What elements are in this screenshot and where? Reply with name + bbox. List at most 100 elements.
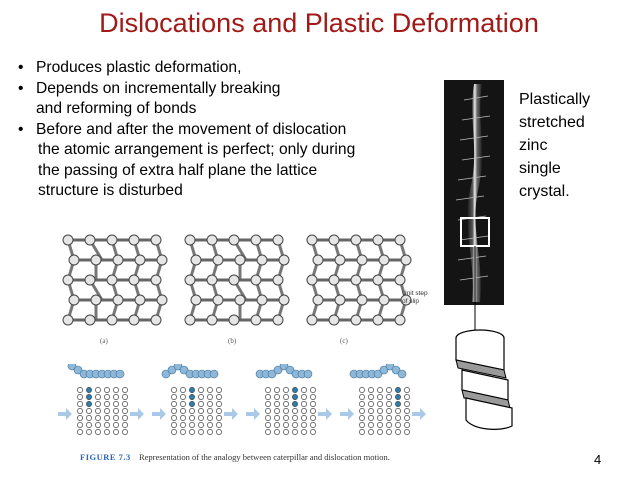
push-arrow [224,408,238,420]
bullet-text: Depends on incrementally breaking [36,79,281,97]
lattice-atom [134,254,146,266]
crystal-atom [395,415,401,421]
lattice-atom [228,234,240,246]
lattice-atom [150,314,162,326]
crystal-caption-line: single [519,160,561,177]
crystal-atom [292,422,298,428]
crystal-atom [189,408,195,414]
lattice-atom [278,254,290,266]
crystal-atom [368,408,374,414]
crystal-atom [265,415,271,421]
lattice-atom [206,234,218,246]
bullet-marker: • [18,79,24,97]
crystal-atom [113,387,119,393]
crystal-atom [395,401,401,407]
crystal-atom [386,401,392,407]
caterpillar-segment [397,369,407,379]
crystal-atom [104,394,110,400]
crystal-atom [86,387,92,393]
lattice-atom [206,274,218,286]
crystal-atom [180,387,186,393]
crystal-atom [386,408,392,414]
lattice-atom [128,274,140,286]
crystal-atom [292,387,298,393]
lattice-atom [206,314,218,326]
lattice-atom [328,274,340,286]
crystal-atom [198,422,204,428]
crystal-atom [283,394,289,400]
crystal-atom [301,401,307,407]
lattice-atom [356,254,368,266]
lattice-atom [306,234,318,246]
crystal-atom [171,408,177,414]
crystal-atom [274,387,280,393]
crystal-atom [265,387,271,393]
lattice-atom [128,234,140,246]
lattice-atom [212,294,224,306]
crystal-atom [377,422,383,428]
crystal-atom [359,387,365,393]
lattice-atom [106,274,118,286]
crystal-atom [216,429,222,435]
crystal-atom [292,401,298,407]
crystal-atom [104,401,110,407]
crystal-atom [265,408,271,414]
crystal-atom [77,408,83,414]
bullet-text: Produces plastic deformation, [36,59,242,76]
dislocation-lattice-figure [62,234,412,326]
crystal-atom [216,401,222,407]
crystal-atom [86,401,92,407]
crystal-atom [395,394,401,400]
crystal-atom [377,401,383,407]
crystal-atom [310,401,316,407]
figure-label: FIGURE 7.3 [80,452,131,462]
crystal-atom [359,408,365,414]
crystal-atom [301,394,307,400]
lattice-atom [400,294,412,306]
crystal-atom [207,429,213,435]
crystal-caption-line: stretched [519,114,585,131]
unit-step-line: Unit step [402,290,428,297]
crystal-atom [386,429,392,435]
lattice-atom [256,254,268,266]
crystal-atom [283,429,289,435]
lattice-atom [394,274,406,286]
crystal-atom [207,408,213,414]
crystal-atom [86,408,92,414]
lattice-atom [84,274,96,286]
lattice-atom [134,294,146,306]
caterpillar-segment [273,365,283,375]
bullet-marker: • [18,59,24,76]
crystal-atom [368,429,374,435]
crystal-atom [377,429,383,435]
panel-label-c: (c) [340,337,348,345]
crystal-atom [274,401,280,407]
lattice-atom [350,274,362,286]
crystal-atom [368,415,374,421]
lattice-atom [62,274,74,286]
crystal-atom [171,394,177,400]
lattice-atom [90,294,102,306]
lattice-atom [228,314,240,326]
crystal-atom [404,422,410,428]
crystal-atom [95,387,101,393]
lattice-atom [328,314,340,326]
bullet-continuation: the atomic arrangement is perfect; only … [38,141,356,158]
crystal-atom [180,415,186,421]
crystal-atom [301,387,307,393]
crystal-caption: Plastically stretched zinc single crysta… [519,88,590,203]
crystal-atom [77,394,83,400]
crystal-atom [113,401,119,407]
bullet-marker: • [18,120,24,138]
crystal-atom [274,394,280,400]
crystal-atom [198,401,204,407]
figure-caption: FIGURE 7.3 Representation of the analogy… [80,452,390,462]
crystal-atom [95,422,101,428]
lattice-atom [68,254,80,266]
crystal-atom [283,422,289,428]
lattice-atom [68,294,80,306]
bullet-item: • Before and after the movement of dislo… [16,120,436,141]
lattice-atom [312,254,324,266]
crystal-atom [95,415,101,421]
crystal-atom [292,394,298,400]
